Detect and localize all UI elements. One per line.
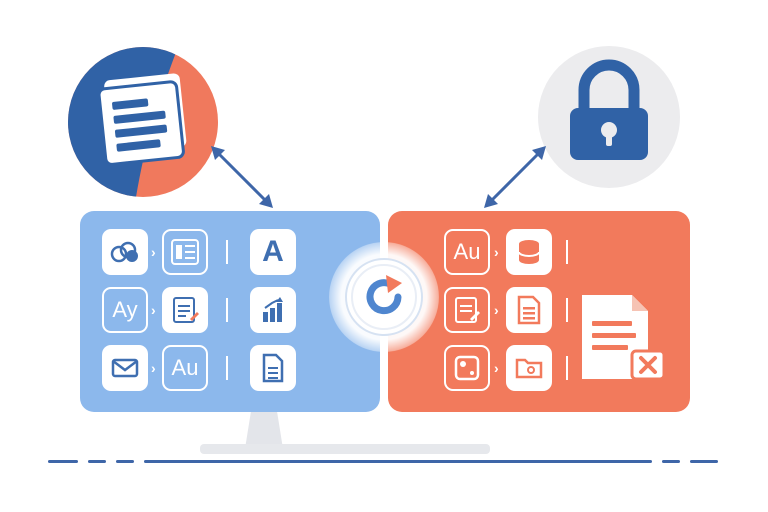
baseline-dash: [662, 460, 680, 463]
document-list-icon: [171, 239, 199, 265]
monitor-stand: [244, 410, 284, 450]
database-tile: [506, 229, 552, 275]
padlock-icon: [570, 59, 648, 160]
document-error-icon: [582, 295, 666, 381]
document-list-tile: [162, 229, 208, 275]
mail-icon: [111, 358, 139, 378]
image-tile: [444, 345, 490, 391]
document-list-tile: [506, 287, 552, 333]
chevron-right-icon: ›: [494, 302, 499, 318]
chevron-right-icon: ›: [494, 360, 499, 376]
bar-chart-icon: [263, 297, 283, 322]
chevron-right-icon: ›: [151, 360, 156, 376]
letter-a-icon: A: [262, 235, 284, 268]
baseline-dash: [48, 460, 78, 463]
text-ay-tile: Ay: [102, 287, 148, 333]
mail-tile: [102, 345, 148, 391]
text-au-tile: Au: [444, 229, 490, 275]
cloud-icon: [110, 241, 138, 263]
folder-tile: [506, 345, 552, 391]
edit-document-icon: [173, 297, 199, 323]
baseline-dash: [116, 460, 134, 463]
text-au-icon: Au: [171, 355, 199, 380]
sync-refresh-icon: [345, 258, 423, 336]
baseline-dash: [88, 460, 106, 463]
text-ay-icon: Ay: [112, 297, 138, 322]
baseline-line: [144, 460, 652, 463]
image-icon: [454, 355, 480, 381]
chevron-right-icon: ›: [494, 244, 499, 260]
chevron-right-icon: ›: [151, 302, 156, 318]
monitor-base: [200, 444, 490, 454]
edit-document-tile: [162, 287, 208, 333]
text-au-icon: Au: [453, 239, 481, 264]
lock-circle: [538, 46, 680, 188]
baseline-dash: [690, 460, 718, 463]
edit-document-icon: [455, 297, 480, 323]
file-icon: [262, 353, 284, 383]
destination-panel: Au › › ›: [388, 211, 690, 412]
bar-chart-tile: [250, 287, 296, 333]
document-circle: [68, 47, 218, 197]
document-error-tile: [578, 291, 668, 387]
text-au-tile: Au: [162, 345, 208, 391]
edit-document-tile: [444, 287, 490, 333]
left-double-arrow: [211, 146, 273, 208]
right-double-arrow: [484, 146, 546, 208]
file-tile: [250, 345, 296, 391]
letter-a-tile: A: [250, 229, 296, 275]
document-list-icon: [517, 295, 541, 325]
chevron-right-icon: ›: [151, 244, 156, 260]
database-icon: [518, 240, 540, 264]
document-stack-icon: [68, 47, 218, 197]
folder-icon: [515, 358, 543, 379]
sync-button: [344, 257, 424, 337]
cloud-tile: [102, 229, 148, 275]
